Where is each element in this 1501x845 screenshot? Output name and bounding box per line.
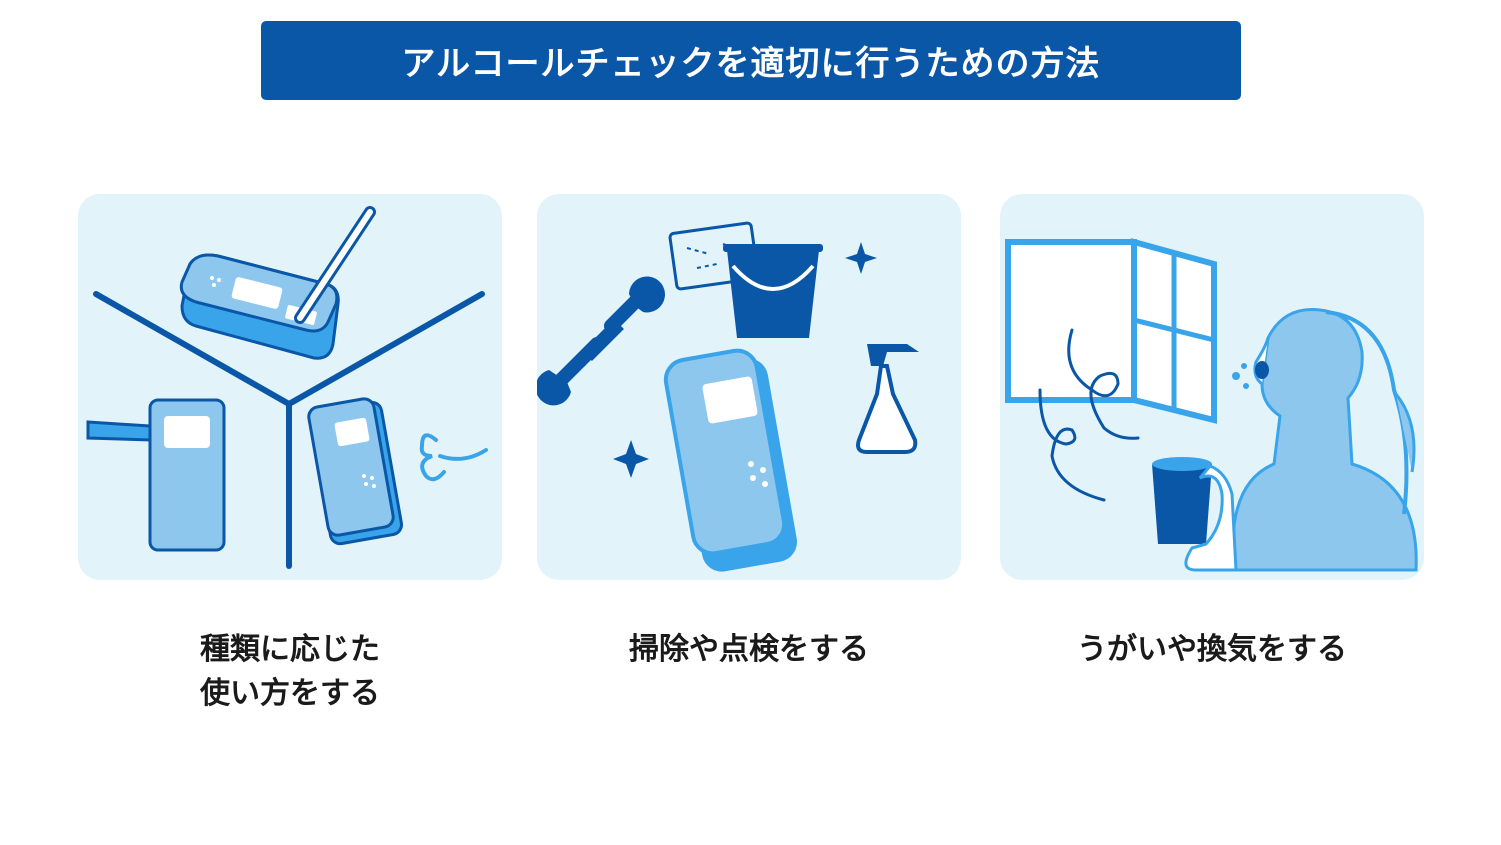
card-cleaning-inspection <box>537 194 961 580</box>
bucket-icon <box>723 244 823 338</box>
wind-icon <box>1038 328 1140 502</box>
breathalyzer-types-illustration <box>86 206 488 569</box>
spray-bottle-icon <box>856 344 919 454</box>
handheld-breathalyzer-icon <box>86 398 226 552</box>
cleaning-illustration <box>537 221 919 572</box>
caption-line: 掃除や点検をする <box>629 632 869 667</box>
card-usage-by-type <box>78 194 502 580</box>
breathalyzer-icon <box>663 348 797 572</box>
woman-gargling-icon <box>1231 308 1418 572</box>
caption-line: 使い方をする <box>200 676 380 711</box>
room-corner-lines <box>93 291 485 569</box>
straw-icon <box>294 206 376 324</box>
open-window-icon <box>1005 238 1217 424</box>
page-title: アルコールチェックを適切に行うための方法 <box>401 44 1101 84</box>
sparkle-icon <box>613 242 877 478</box>
caption-gargle-ventilation: うがいや換気をする <box>1000 628 1424 672</box>
caption-line: 種類に応じた <box>200 632 380 667</box>
caption-cleaning-inspection: 掃除や点検をする <box>537 628 961 672</box>
title-banner: アルコールチェックを適切に行うための方法 <box>261 21 1241 100</box>
card-gargle-ventilation <box>1000 194 1424 580</box>
caption-usage-by-type: 種類に応じた 使い方をする <box>78 628 502 716</box>
gargle-ventilation-illustration <box>1005 238 1418 572</box>
straw-breathalyzer-icon <box>307 397 404 546</box>
caption-line: うがいや換気をする <box>1077 632 1347 667</box>
breath-drops-icon <box>1232 363 1249 389</box>
wrench-icon <box>537 276 665 406</box>
breath-puff-icon <box>419 433 488 482</box>
cup-icon <box>1152 457 1238 572</box>
